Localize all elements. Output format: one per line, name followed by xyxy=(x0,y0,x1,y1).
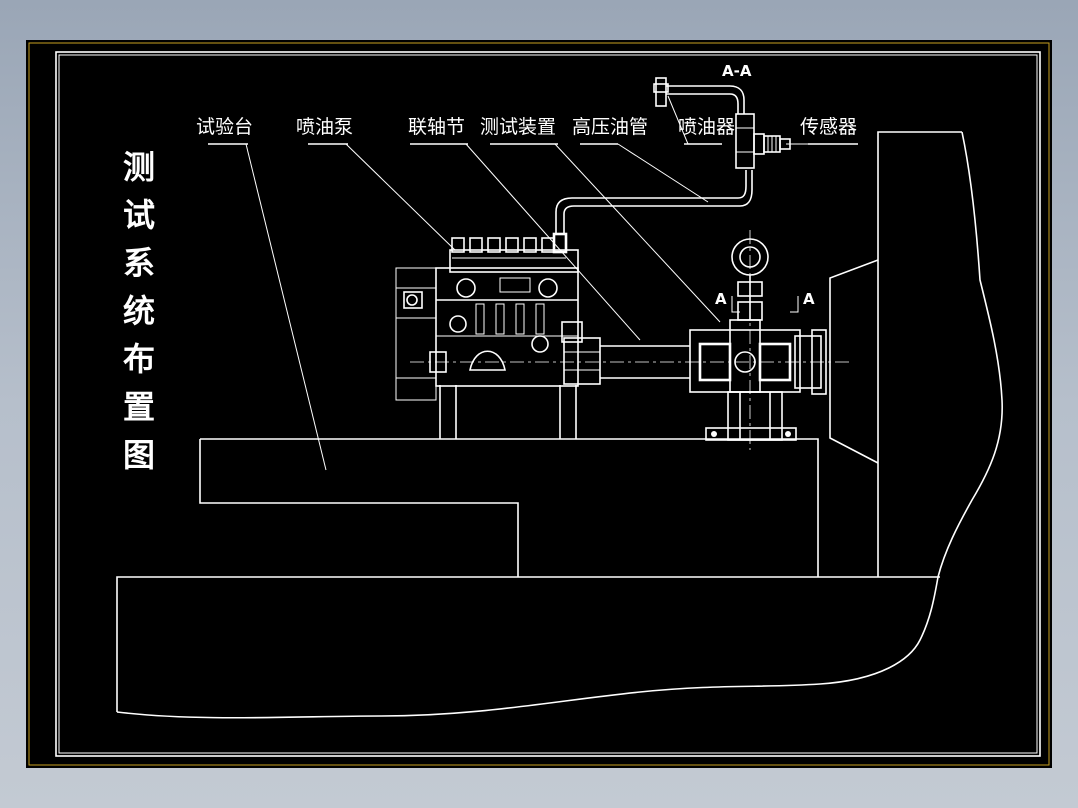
label-high-pressure-pipe: 高压油管 xyxy=(572,116,648,138)
coupling-shaft xyxy=(410,337,850,385)
title-char-2: 试 xyxy=(123,196,155,234)
injection-pump-body xyxy=(395,232,583,401)
label-test-device: 测试装置 xyxy=(480,116,556,138)
system-layout-drawing: 测 试 系 统 布 置 图 xyxy=(28,42,1050,766)
section-view-label: A-A xyxy=(722,62,752,80)
title-char-3: 系 xyxy=(123,244,155,282)
label-coupling: 联轴节 xyxy=(408,116,465,138)
cad-viewport[interactable]: 测 试 系 统 布 置 图 xyxy=(26,40,1052,768)
section-marks: A A xyxy=(715,290,815,313)
title-char-4: 统 xyxy=(123,292,155,330)
label-sensor: 传感器 xyxy=(800,116,857,138)
drawing-title: 测 试 系 统 布 置 图 xyxy=(123,148,155,474)
right-wall xyxy=(829,131,1003,578)
pump-supports xyxy=(439,385,577,439)
title-char-7: 图 xyxy=(123,436,155,474)
label-injection-pump: 喷油泵 xyxy=(296,116,353,138)
title-char-1: 测 xyxy=(123,148,155,186)
section-mark-right: A xyxy=(803,290,815,308)
test-device-body xyxy=(689,230,827,450)
component-labels: 试验台 喷油泵 联轴节 测试装置 高压油管 喷油器 传感器 xyxy=(196,116,858,145)
test-bench-body xyxy=(199,438,819,577)
leader-lines xyxy=(245,95,810,471)
label-test-bench: 试验台 xyxy=(196,116,253,138)
label-injector: 喷油器 xyxy=(678,116,735,138)
title-char-5: 布 xyxy=(123,340,155,378)
section-mark-left: A xyxy=(715,290,727,308)
title-char-6: 置 xyxy=(123,388,155,426)
injector-section: A-A xyxy=(653,62,791,169)
high-pressure-pipe-line xyxy=(555,170,753,234)
drawing-frame xyxy=(28,42,1050,766)
foundation xyxy=(116,576,940,719)
